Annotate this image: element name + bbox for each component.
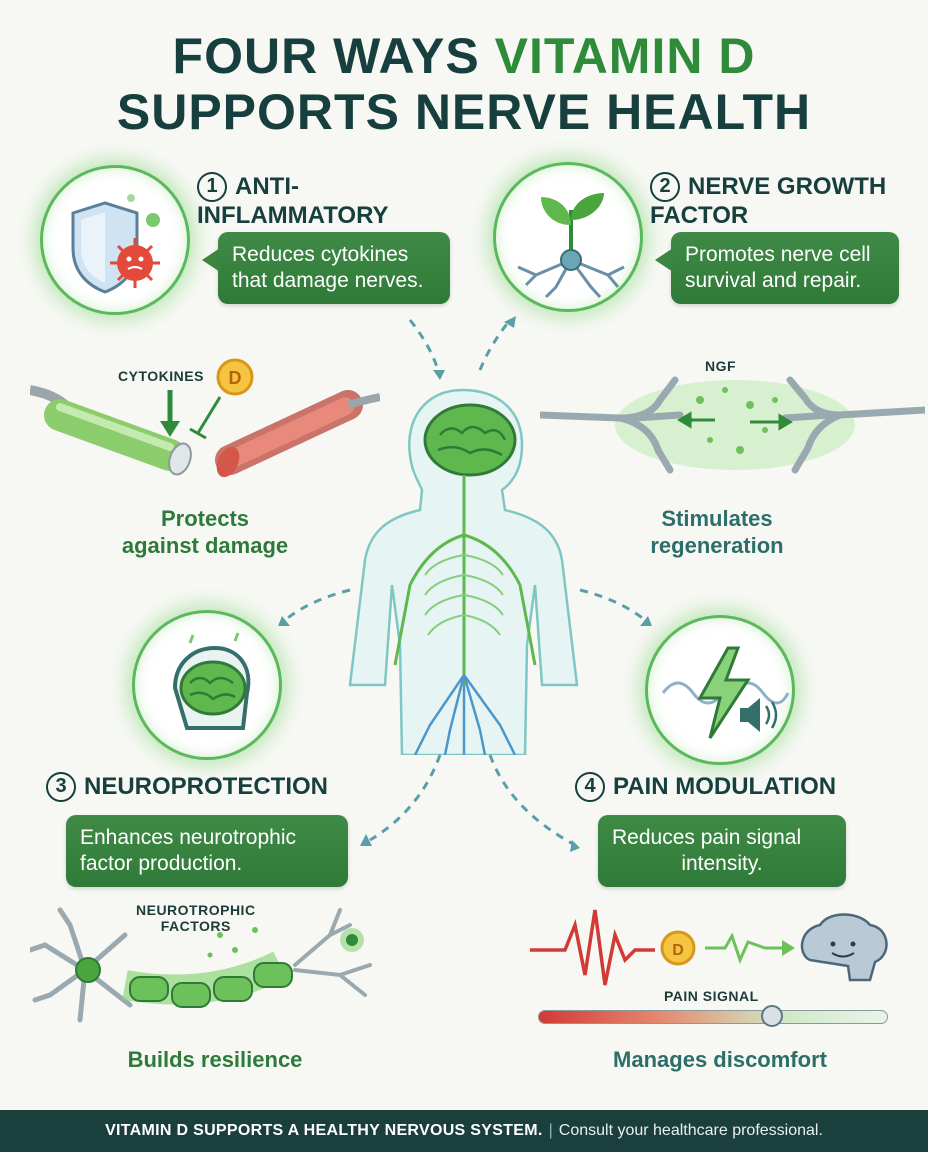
nerve-damage-illustration: D bbox=[30, 358, 380, 478]
anti-inflammatory-medallion bbox=[40, 165, 190, 315]
neurotrophic-factors-label: NEUROTROPHIC FACTORS bbox=[136, 902, 256, 934]
neuron-icon bbox=[517, 258, 625, 299]
virus-icon bbox=[110, 238, 160, 288]
neuroprotection-medallion bbox=[132, 610, 282, 760]
section-3-number: 3 bbox=[46, 772, 76, 802]
brain-shield-icon bbox=[172, 632, 251, 730]
section-2-bubble-line2: survival and repair. bbox=[685, 269, 862, 292]
section-2-caption: Stimulates regeneration bbox=[617, 505, 817, 559]
section-3-bubble: Enhances neurotrophic factor production. bbox=[66, 815, 348, 887]
section-4-bubble-line1: Reduces pain signal bbox=[612, 826, 802, 849]
sprout-neuron-illustration bbox=[517, 193, 625, 299]
connector-arrows bbox=[278, 316, 652, 852]
synapse-icon bbox=[540, 376, 925, 474]
vitamin-d-icon bbox=[216, 358, 254, 396]
happy-brain-icon bbox=[800, 913, 888, 982]
section-4-bubble: Reduces pain signal intensity. bbox=[598, 815, 846, 887]
section-1-bubble-pointer bbox=[202, 248, 220, 272]
section-2-number: 2 bbox=[650, 172, 680, 202]
lightning-icon bbox=[697, 646, 751, 739]
section-2-bubble: Promotes nerve cell survival and repair. bbox=[671, 232, 899, 304]
section-4-heading: 4 PAIN MODULATION bbox=[575, 772, 836, 802]
title-prefix: FOUR WAYS bbox=[172, 28, 495, 84]
nerve-growth-medallion bbox=[493, 162, 643, 312]
pain-signal-label: PAIN SIGNAL bbox=[664, 988, 759, 1004]
section-2-heading: 2 NERVE GROWTH FACTOR bbox=[650, 172, 886, 230]
section-1-heading-line2: INFLAMMATORY bbox=[197, 202, 389, 229]
pain-modulation-medallion bbox=[645, 615, 795, 765]
shield-virus-illustration bbox=[71, 194, 160, 294]
section-2-caption-line2: regeneration bbox=[650, 533, 784, 558]
nerve-fiber-icon bbox=[30, 385, 192, 476]
section-1-number: 1 bbox=[197, 172, 227, 202]
section-1-bubble-line2: that damage nerves. bbox=[232, 269, 424, 292]
inhibit-line-icon bbox=[189, 396, 222, 440]
section-1-caption-line1: Protects bbox=[160, 506, 250, 531]
pain-level-slider-handle[interactable] bbox=[761, 1005, 783, 1027]
section-1-heading-line1: ANTI- bbox=[235, 173, 299, 200]
section-2-caption-line1: Stimulates bbox=[661, 506, 773, 531]
myelinated-neuron-illustration bbox=[30, 907, 372, 1023]
section-4-bubble-line2: intensity. bbox=[681, 852, 763, 875]
footer-note: Consult your healthcare professional. bbox=[558, 1122, 823, 1139]
synapse-illustration bbox=[540, 376, 925, 474]
damaged-nerve-icon bbox=[215, 390, 380, 478]
section-1-caption: Protects against damage bbox=[95, 505, 315, 559]
title-line-1: FOUR WAYS VITAMIN D bbox=[0, 28, 928, 84]
section-1-heading: 1 ANTI- INFLAMMATORY bbox=[197, 172, 389, 230]
neurotrophic-label-line1: NEUROTROPHIC bbox=[136, 902, 256, 918]
section-3-bubble-line1: Enhances neurotrophic bbox=[80, 826, 296, 849]
footer-separator: | bbox=[548, 1122, 553, 1139]
section-2-bubble-pointer bbox=[655, 248, 673, 272]
title-accent: VITAMIN D bbox=[494, 28, 756, 84]
pain-signal-medallion-illustration bbox=[661, 646, 790, 739]
pain-signal-illustration: D bbox=[530, 909, 888, 986]
section-4-heading-text: PAIN MODULATION bbox=[613, 773, 837, 800]
section-4-caption: Manages discomfort bbox=[613, 1047, 827, 1072]
section-1-bubble: Reduces cytokines that damage nerves. bbox=[218, 232, 450, 304]
section-2-bubble-line1: Promotes nerve cell bbox=[685, 243, 871, 266]
section-2-heading-line1: NERVE GROWTH bbox=[688, 173, 887, 200]
footer-banner: VITAMIN D SUPPORTS A HEALTHY NERVOUS SYS… bbox=[0, 1110, 928, 1152]
vitamin-d-badge-1: D bbox=[229, 368, 242, 388]
section-3-caption: Builds resilience bbox=[127, 1047, 303, 1072]
vitamin-d-badge-2: D bbox=[672, 942, 684, 959]
title-line-2: SUPPORTS NERVE HEALTH bbox=[116, 84, 812, 140]
page-title: FOUR WAYS VITAMIN D SUPPORTS NERVE HEALT… bbox=[0, 28, 928, 140]
section-1-caption-line2: against damage bbox=[121, 533, 289, 558]
section-3-heading: 3 NEUROPROTECTION bbox=[46, 772, 328, 802]
neurotrophic-label-line2: FACTORS bbox=[160, 918, 231, 934]
pain-level-bar bbox=[538, 1005, 888, 1027]
section-3-bubble-line2: factor production. bbox=[80, 852, 243, 875]
sprout-icon bbox=[541, 193, 604, 255]
down-arrow-icon bbox=[160, 390, 180, 437]
cytokines-label: CYTOKINES bbox=[118, 368, 204, 384]
myelin-icon bbox=[122, 951, 293, 1008]
vitamin-d-icon bbox=[660, 930, 696, 966]
section-3-heading-text: NEUROPROTECTION bbox=[84, 773, 329, 800]
section-2-heading-line2: FACTOR bbox=[650, 202, 749, 229]
section-1-bubble-line1: Reduces cytokines bbox=[232, 243, 409, 266]
section-4-number: 4 bbox=[575, 772, 605, 802]
footer-bold-text: VITAMIN D SUPPORTS A HEALTHY NERVOUS SYS… bbox=[105, 1122, 543, 1139]
human-nervous-system-icon bbox=[348, 388, 579, 755]
brain-icon bbox=[423, 403, 517, 477]
speaker-icon bbox=[740, 698, 778, 732]
ngf-label: NGF bbox=[705, 358, 737, 374]
